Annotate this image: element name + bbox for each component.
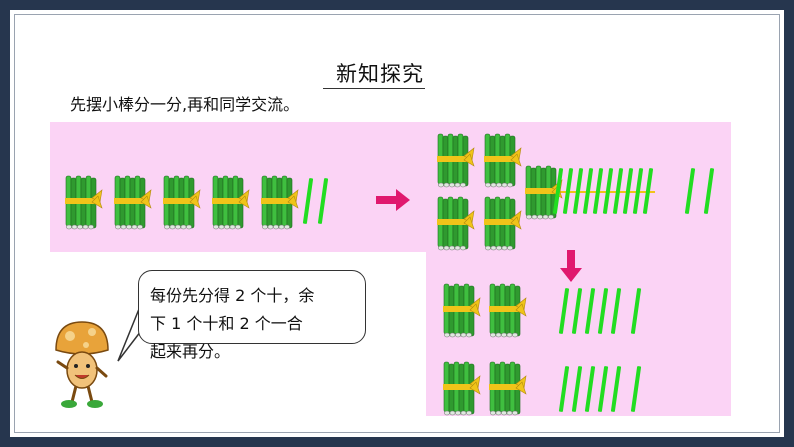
stick-bundle-icon [65, 175, 103, 230]
stick-bundle-icon [525, 165, 563, 220]
speech-line-1: 每份先分得 2 个十，余 [150, 286, 315, 305]
right-arrow-icon [376, 189, 410, 211]
stick-bundle-icon [114, 175, 152, 230]
stick-bundle-icon [163, 175, 201, 230]
mushroom-mascot-icon [55, 321, 109, 408]
speech-line-3: 起来再分。 [150, 342, 231, 361]
stick-bundle-icon [261, 175, 299, 230]
title-underline [323, 88, 425, 89]
speech-line-2: 下 1 个十和 2 个一合 [150, 314, 303, 333]
down-arrow-icon [560, 250, 582, 282]
stick-bundle-icon [443, 283, 481, 338]
stick-bundle-icon [484, 196, 522, 251]
stick-bundle-icon [443, 361, 481, 416]
stick-bundle-icon [489, 361, 527, 416]
stick-bundle-icon [437, 133, 475, 188]
split-line [545, 191, 655, 193]
speech-bubble-tail [117, 308, 142, 362]
speech-bubble [138, 270, 366, 344]
stick-bundle-icon [484, 133, 522, 188]
instruction-text: 先摆小棒分一分,再和同学交流。 [70, 95, 300, 114]
page-title: 新知探究 [336, 62, 424, 86]
speech-bubble-text: 每份先分得 2 个十，余 下 1 个十和 2 个一合 起来再分。 [150, 282, 360, 366]
slide-inner-border [14, 14, 780, 433]
stick-bundle-icon [437, 196, 475, 251]
stick-bundle-icon [489, 283, 527, 338]
stick-bundle-icon [212, 175, 250, 230]
